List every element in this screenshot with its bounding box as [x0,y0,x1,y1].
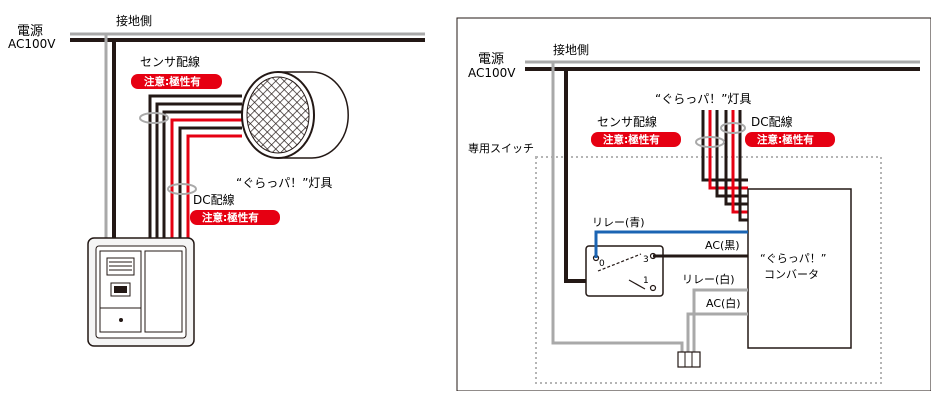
right-dc-wire-3 [738,110,748,222]
left-ground-side: 接地側 [116,13,152,28]
left-panel: 電源 AC100V 接地側 センサ配線 注意:極性有 DC配線 注意:極性有 “… [8,13,425,347]
left-fixture-lamp [241,71,349,159]
left-dc-label: DC配線 [193,192,235,207]
right-ground-side: 接地側 [553,42,589,57]
right-sensor-warning-bg [591,132,681,147]
right-power-title: 電源 [478,52,504,67]
left-sensor-wire-2 [155,102,242,238]
dedicated-switch-label: 専用スイッチ [468,142,534,155]
ac-black-label: AC(黒) [705,239,740,252]
right-dc-warning-bg [745,132,835,147]
left-dc-warning-bg [190,210,280,225]
left-power-voltage: AC100V [8,37,56,51]
left-dc-warning: 注意:極性有 [202,211,259,224]
right-fixture-label: “ぐらっパ！”灯具 [655,92,751,106]
ac-white-wire [686,312,748,352]
left-dc-wire-black [178,126,242,238]
right-dc-warning: 注意:極性有 [757,133,814,146]
right-sensor-warning: 注意:極性有 [603,133,660,146]
right-power-voltage: AC100V [468,66,516,80]
relay-terminal-0: 0 [599,259,605,269]
left-dc-wire-red2 [186,134,242,238]
right-sensor-ring [695,136,725,148]
right-dc-ring [720,122,746,134]
left-power-title: 電源 [17,24,43,39]
right-dc-label: DC配線 [751,114,793,129]
right-gray-ground-wire [551,62,684,352]
converter-line2: コンバータ [764,268,819,281]
left-dc-wire-red [170,118,242,238]
relay-white-label: リレー(白) [682,272,735,286]
converter-box [747,188,852,349]
left-sensor-wire-3 [162,110,242,238]
relay-white-wire [692,288,748,352]
relay-box [585,245,664,297]
left-sensor-wire-1 [148,94,242,238]
left-sensor-warning-bg [131,74,222,89]
terminal-block [677,351,701,368]
left-dc-ring [167,183,197,195]
converter-line1: “ぐらっパ！” [760,252,826,265]
right-sensor-label: センサ配線 [597,114,657,129]
relay-blue-wire [594,230,748,258]
right-panel: 電源 AC100V 接地側 専用スイッチ “ぐらっパ！”灯具 センサ配線 注意:… [456,17,931,392]
relay-terminal-1: 1 [643,276,649,286]
left-wall-switch [87,237,195,347]
left-sensor-label: センサ配線 [140,54,200,69]
relay-blue-label: リレー(青) [592,216,645,229]
right-black-main-wire [564,69,588,283]
left-sensor-warning: 注意:極性有 [144,75,201,88]
left-fixture-label: “ぐらっパ！”灯具 [236,176,332,190]
right-dc-wire-2 [731,110,748,214]
ac-white-label: AC(白) [706,296,741,310]
relay-terminal-3: 3 [643,255,649,265]
left-sensor-ring [139,112,169,124]
